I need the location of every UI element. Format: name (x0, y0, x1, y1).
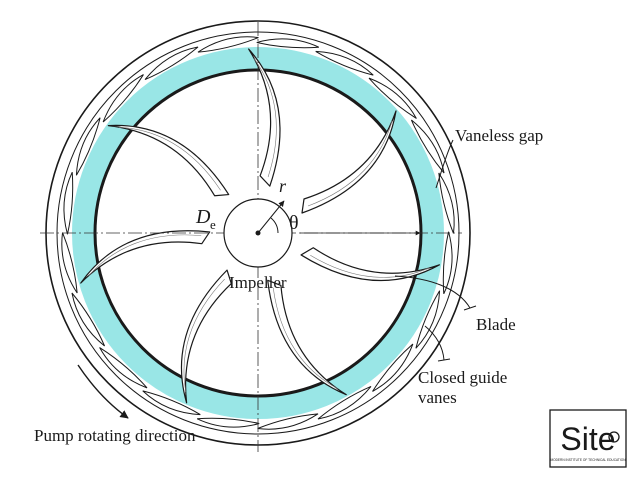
guide-vane (442, 231, 453, 295)
impeller-blade (248, 48, 281, 187)
guide-vane (256, 38, 320, 49)
blade-label: Blade (476, 315, 516, 334)
closed-guide-vanes (61, 36, 455, 430)
blade-leader (394, 275, 471, 309)
blade-leader-tick (463, 305, 477, 311)
guide-vane (196, 417, 260, 428)
guide-vane (99, 347, 148, 389)
impeller-blade (180, 269, 232, 404)
guide-vane (102, 74, 144, 123)
guide-vane (415, 290, 441, 349)
vaneless-gap-label: Vaneless gap (455, 126, 543, 145)
svg-text:MODERN INSTITUTE OF TECHNICAL: MODERN INSTITUTE OF TECHNICAL EDUCATION (550, 458, 626, 462)
r-arrow (257, 200, 285, 234)
impeller-blade (107, 124, 230, 197)
guide-vane-leader (424, 325, 445, 361)
impeller-label: Impeller (229, 273, 287, 292)
guide-vane (75, 117, 101, 176)
theta-arc (270, 217, 279, 234)
guide-vane (315, 50, 374, 76)
impeller-blade (301, 110, 397, 214)
guide-vane (317, 385, 372, 420)
svg-text:Site: Site (560, 421, 615, 457)
guide-vane (144, 46, 199, 81)
theta-label: θ (289, 212, 299, 234)
r-label: r (279, 176, 287, 196)
guide-vane (368, 77, 417, 119)
impeller-blade (267, 279, 347, 396)
guide-vane-leader-tick (437, 358, 451, 362)
guide-vane (410, 119, 445, 174)
de-subscript: e (210, 217, 216, 232)
impeller-blade (300, 247, 441, 282)
closed-guide-vanes-label-line1: Closed guide (418, 368, 507, 387)
site-logo: Site MODERN INSTITUTE OF TECHNICAL EDUCA… (549, 409, 627, 468)
rotation-direction-arrow (77, 364, 129, 419)
closed-guide-vanes-label-line2: vanes (418, 388, 457, 407)
pump-rotating-direction-label: Pump rotating direction (34, 426, 196, 445)
guide-vane (197, 36, 259, 53)
guide-vane (372, 343, 414, 392)
guide-vane (142, 390, 201, 416)
impeller-blades (80, 48, 441, 404)
vaneless-gap-leader (435, 139, 454, 189)
guide-vane (63, 171, 74, 235)
guide-vane (71, 292, 106, 347)
de-label: D (195, 206, 211, 228)
